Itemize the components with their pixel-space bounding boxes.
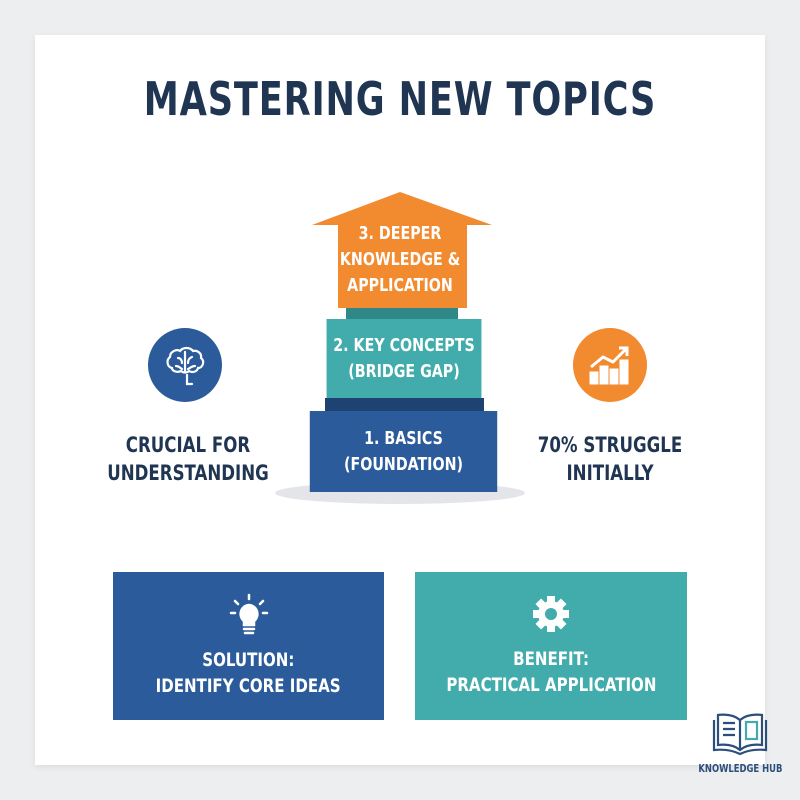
brain-icon [148, 328, 222, 402]
open-book-icon [712, 713, 768, 756]
benefit-card: BENEFIT: PRACTICAL APPLICATION [415, 572, 687, 720]
left-note-text: CRUCIAL FOR UNDERSTANDING [107, 433, 269, 485]
step-3-label: 3. DEEPER KNOWLEDGE & APPLICATION [339, 223, 461, 296]
right-note-text: 70% STRUGGLE INITIALLY [537, 433, 683, 485]
page-title: MASTERING NEW TOPICS [143, 72, 657, 126]
step-1-box: 1. BASICS (FOUNDATION) [309, 411, 498, 492]
lightbulb-icon [229, 593, 268, 635]
bar-chart-up-icon [573, 328, 647, 402]
connector [346, 308, 458, 320]
solution-card: SOLUTION: IDENTIFY CORE IDEAS [113, 572, 384, 720]
knowledge-hub-logo: KNOWLEDGE HUB [690, 710, 790, 780]
arrow-step-3 [312, 192, 492, 308]
step-2-box: 2. KEY CONCEPTS (BRIDGE GAP) [326, 319, 482, 398]
connector [325, 398, 484, 411]
gear-icon [533, 596, 569, 632]
